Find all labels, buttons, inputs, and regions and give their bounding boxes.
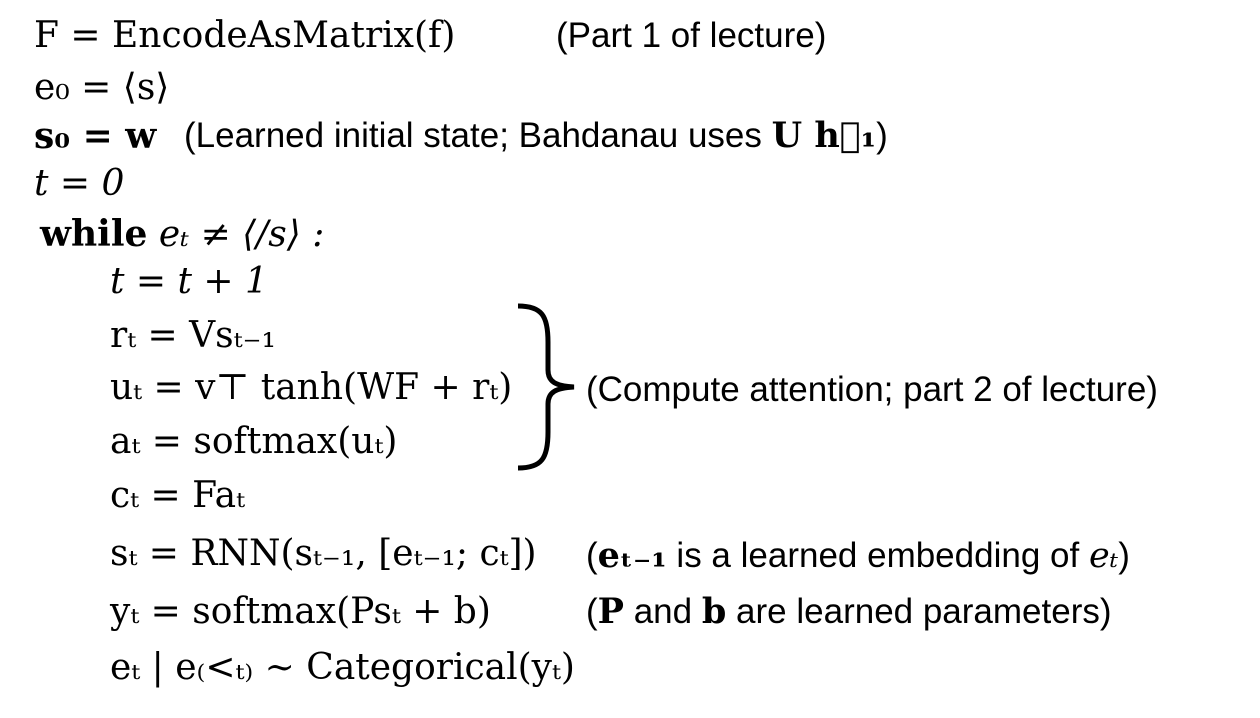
line-t0: t = 0 [34, 162, 124, 206]
note-initial-state: (Learned initial state; Bahdanau uses U … [184, 114, 888, 158]
y-math: yₜ = softmax(Psₜ + b) [110, 591, 491, 632]
line-e0: e₀ = ⟨s⟩ [34, 66, 169, 110]
embedding-text: is a learned embedding of [666, 536, 1089, 575]
increment-math: t = t + 1 [110, 261, 268, 302]
line-c: cₜ = Faₜ [110, 474, 245, 518]
initial-state-prefix: (Learned initial state; Bahdanau uses [184, 116, 772, 155]
a-math: aₜ = softmax(uₜ) [110, 421, 398, 462]
c-math: cₜ = Faₜ [110, 475, 245, 516]
embedding-target: eₜ [1088, 536, 1119, 576]
line-u: uₜ = v⊤ tanh(WF + rₜ) [110, 366, 512, 410]
s-math: sₜ = RNN(sₜ₋₁, [eₜ₋₁; cₜ]) [110, 533, 537, 574]
attention-note: (Compute attention; part 2 of lecture) [586, 370, 1158, 409]
line-a: aₜ = softmax(uₜ) [110, 420, 397, 464]
param-p: P [597, 591, 624, 632]
note-parameters: (P and b are learned parameters) [586, 591, 1112, 632]
line-while: while eₜ ≠ ⟨/s⟩ : [40, 212, 324, 257]
note-attention: (Compute attention; part 2 of lecture) [586, 368, 1158, 412]
line-r: rₜ = Vsₜ₋₁ [110, 314, 276, 358]
line-encode: F = EncodeAsMatrix(f) [34, 14, 455, 58]
u-math: uₜ = v⊤ tanh(WF + rₜ) [110, 367, 513, 408]
param-text: are learned parameters [726, 592, 1100, 631]
bahdanau-math: U h⃖₁ [771, 115, 877, 156]
line-s0: s₀ = w [34, 114, 156, 159]
s0-math: s₀ = w [34, 115, 157, 157]
note-part1: (Part 1 of lecture) [556, 14, 826, 58]
note-embedding: (eₜ₋₁ is a learned embedding of eₜ) [586, 535, 1130, 576]
t0-math: t = 0 [34, 163, 125, 204]
sample-math: eₜ | e₍<ₜ₎ ∼ Categorical(yₜ) [110, 647, 575, 688]
while-condition: eₜ ≠ ⟨/s⟩ : [158, 214, 325, 255]
right-brace-icon [517, 303, 575, 471]
line-increment: t = t + 1 [110, 260, 268, 304]
e0-math: e₀ = ⟨s⟩ [34, 67, 170, 108]
param-and: and [623, 592, 702, 631]
line-s: sₜ = RNN(sₜ₋₁, [eₜ₋₁; cₜ]) [110, 532, 537, 576]
while-keyword: while [40, 213, 148, 255]
r-math: rₜ = Vsₜ₋₁ [110, 315, 276, 356]
part1-note: (Part 1 of lecture) [556, 16, 827, 55]
line-sample: eₜ | e₍<ₜ₎ ∼ Categorical(yₜ) [110, 646, 575, 690]
embedding-symbol: eₜ₋₁ [597, 535, 667, 576]
initial-state-suffix: ) [876, 116, 888, 155]
encode-math: F = EncodeAsMatrix(f) [34, 15, 456, 56]
line-y: yₜ = softmax(Psₜ + b) [110, 590, 491, 634]
param-b: b [701, 591, 727, 632]
